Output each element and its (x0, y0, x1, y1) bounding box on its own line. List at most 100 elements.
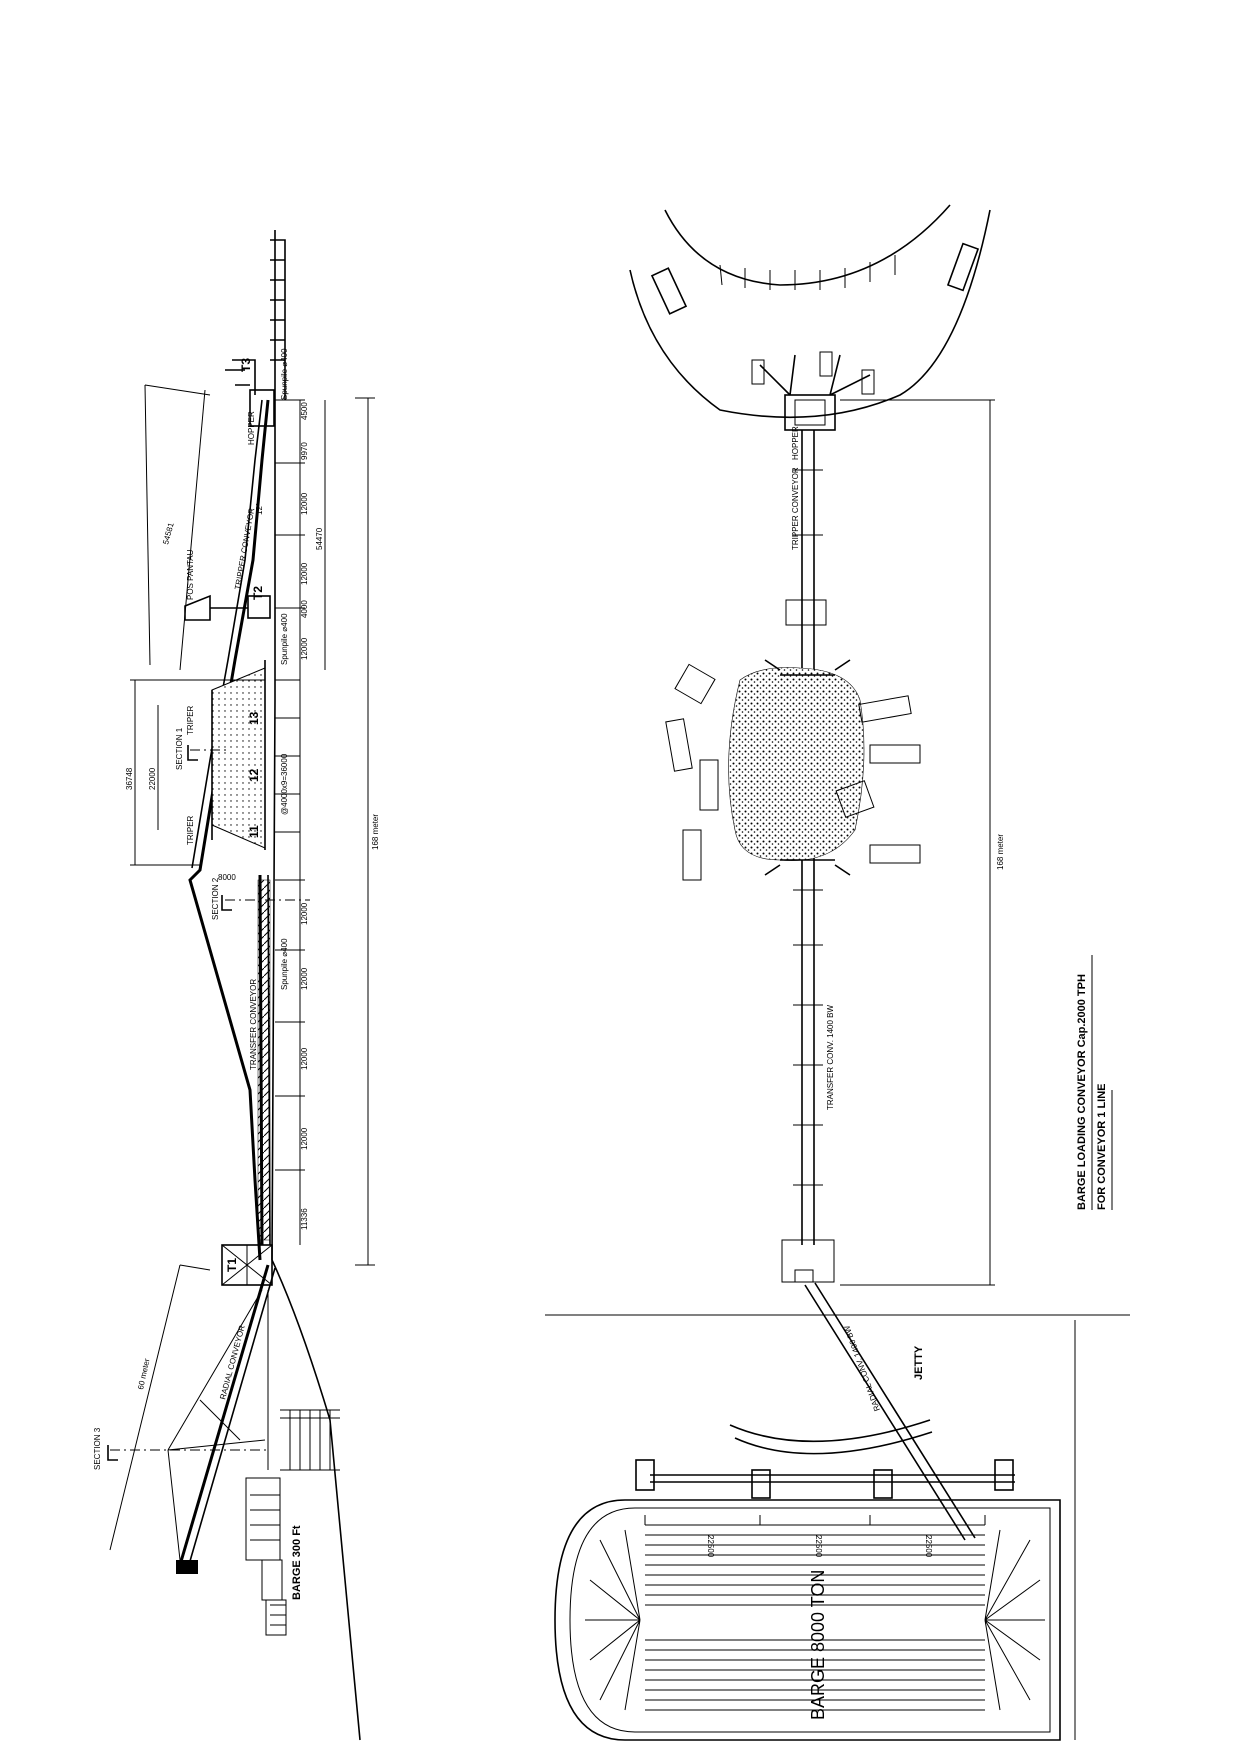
section-marks (107, 745, 232, 1461)
label-11: 11 (247, 825, 261, 838)
dim-12000-d: 12000 (300, 902, 309, 925)
hopper-structure (249, 389, 275, 427)
barge-deck (569, 1507, 1051, 1733)
label-section-1: SECTION 1 (175, 727, 184, 770)
jetty-elevation-piles (267, 1290, 340, 1471)
label-radial-conv-plan: RADIAL CONV. 1400 BW (842, 1324, 882, 1413)
radial-conveyor-boom-inner (187, 1267, 276, 1569)
hopper-truck-2 (819, 351, 833, 377)
radial-conveyor-boom (178, 1264, 270, 1566)
dim-54581: 54581 (161, 521, 176, 545)
dimension-lines (109, 384, 375, 1551)
label-tripper-b: TRIPER (186, 815, 195, 845)
label-section-2: SECTION 2 (211, 877, 220, 920)
radial-arc (729, 1419, 933, 1455)
conveyor-truss (188, 399, 270, 1261)
dim-22500-c: 22500 (924, 1535, 933, 1558)
hopper-truck-3 (861, 369, 875, 395)
barge-dim-ticks (644, 1515, 986, 1525)
label-spunpile-low: Spunpile ⌀400 (280, 938, 289, 990)
hopper-plan-inner (794, 399, 826, 426)
dim-22500-b: 22500 (814, 1535, 823, 1558)
dim-11336: 11336 (300, 1208, 309, 1230)
truck-right (946, 242, 980, 292)
dim-60m: 60 meter (136, 1357, 151, 1390)
rom-pit-outer (629, 209, 991, 419)
label-13: 13 (247, 711, 261, 725)
label-barge-plan: BARGE 8000 TON (808, 1570, 828, 1720)
dim-4500: 4500 (300, 402, 309, 420)
title-line-1: BARGE LOADING CONVEYOR Cap.2000 TPH (1076, 974, 1088, 1210)
stockpile-plan (728, 667, 865, 861)
barge-fans (585, 1529, 1045, 1711)
t3-tower (225, 359, 256, 395)
dim-pile-spacing: @4000x9=36000 (280, 753, 289, 815)
plan-pile-marks (781, 469, 835, 1283)
plan-labels: HOPPER TRIPPER CONVEYOR TRANSFER CONV. 1… (706, 426, 1005, 1558)
dim-12000-f: 12000 (300, 1047, 309, 1070)
label-12: 12 (247, 768, 261, 782)
elevation-view (107, 230, 375, 1741)
plan-view (545, 204, 1130, 1741)
ground-line (271, 230, 361, 1741)
dim-168m-plan: 168 meter (996, 834, 1005, 870)
mooring-dolphins (635, 1459, 1014, 1499)
label-section-3: SECTION 3 (93, 1427, 102, 1470)
t2-tower (247, 595, 271, 619)
dim-54470: 54470 (315, 527, 324, 550)
dim-12000-a: 12000 (300, 492, 309, 515)
dim-12000-b: 12000 (300, 562, 309, 585)
dim-36748: 36748 (125, 767, 134, 790)
hopper-steps (270, 239, 286, 400)
truss-pattern (257, 879, 271, 1241)
label-t3: T3 (239, 358, 253, 372)
label-tripper-a: TRIPER (186, 705, 195, 735)
radial-support-cables (167, 1289, 266, 1561)
label-t1: T1 (225, 1258, 239, 1272)
label-barge-elev: BARGE 300 Ft (291, 1525, 303, 1600)
dim-line-168m-plan (840, 399, 995, 1286)
dim-22000: 22000 (148, 767, 157, 790)
label-spunpile-top: Spunpile ⌀400 (280, 348, 289, 400)
stockpile-end-frames (764, 659, 851, 876)
label-hopper: HOPPER (247, 411, 256, 445)
barge-hold-lines (645, 1524, 985, 1711)
t1-frame (221, 1244, 273, 1286)
stockpile-trucks (665, 663, 921, 881)
label-pos-pantau: POS PANTAU (186, 549, 195, 600)
dim-4000: 4000 (300, 600, 309, 618)
jetty-walkway (650, 1474, 1015, 1483)
elevation-dimensions: 54581 54470 36748 22000 8000 60 meter 16… (125, 402, 380, 1391)
conveyor-truss-inner (191, 399, 263, 869)
label-slope: 12° (255, 503, 264, 515)
label-transfer-conveyor: TRANSFER CONVEYOR (249, 979, 258, 1070)
radial-pattern (176, 1560, 198, 1574)
label-tripper-conveyor-plan: TRIPPER CONVEYOR (791, 467, 800, 550)
stockpile-elevation (211, 667, 266, 849)
elevation-tower-labels: T1 T2 T3 11 12 13 (225, 358, 265, 1272)
title-line-2: FOR CONVEYOR 1 LINE (1096, 1083, 1108, 1210)
label-spunpile-mid: Spunpile ⌀400 (280, 613, 289, 665)
title-block: BARGE LOADING CONVEYOR Cap.2000 TPH FOR … (1076, 955, 1113, 1210)
dim-9970: 9970 (300, 442, 309, 460)
rom-pit-ribs (719, 255, 896, 290)
label-hopper-plan: HOPPER (791, 426, 800, 460)
label-t2: T2 (251, 586, 265, 600)
dim-22500-a: 22500 (706, 1535, 715, 1558)
barge-elevation (245, 1477, 287, 1636)
label-jetty: JETTY (913, 1345, 925, 1380)
truck-left (650, 267, 688, 315)
rom-pit-inner (664, 204, 951, 286)
dim-12000-e: 12000 (300, 967, 309, 990)
radial-conveyor-plan (804, 1282, 976, 1541)
dim-168m-elev: 168 meter (371, 814, 380, 850)
dim-12000-c: 12000 (300, 637, 309, 660)
dim-8000: 8000 (218, 873, 236, 882)
hopper-truck-1 (751, 359, 765, 385)
elevation-labels: POS PANTAU TRIPPER CONVEYOR HOPPER TRANS… (93, 348, 303, 1600)
stockpile-frame (211, 660, 266, 850)
label-transfer-conv-plan: TRANSFER CONV. 1400 BW (826, 1004, 835, 1110)
dim-12000-g: 12000 (300, 1127, 309, 1150)
hopper-dump-trucks (759, 354, 871, 396)
